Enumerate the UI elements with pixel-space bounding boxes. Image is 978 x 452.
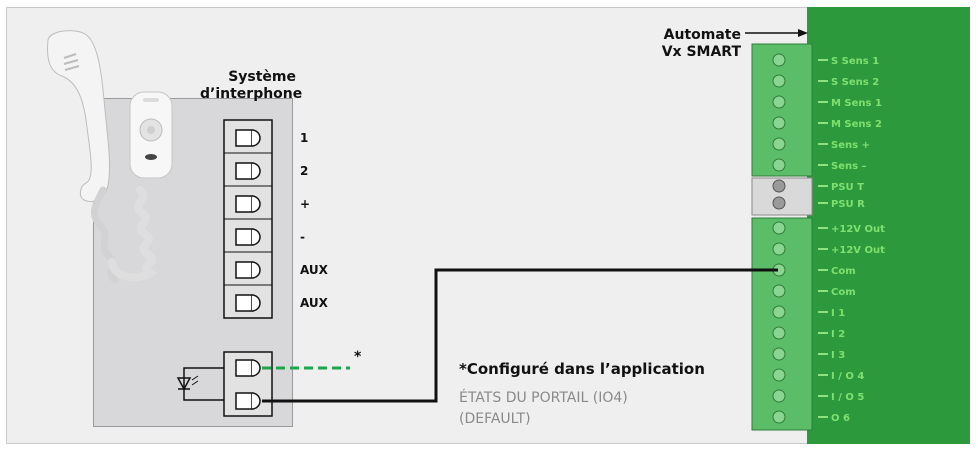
intercom-terminal-label: AUX	[300, 296, 328, 310]
intercom-terminal-label: AUX	[300, 263, 328, 277]
intercom-terminal	[224, 195, 272, 220]
controller-screw	[772, 326, 786, 340]
controller-screw	[772, 95, 786, 109]
terminal-block-top	[751, 43, 813, 177]
relay-terminal	[235, 392, 261, 410]
relay-terminal	[235, 359, 261, 377]
controller-terminal-labels: S Sens 1 S Sens 2 M Sens 1 M Sens 2 Sens + Se…	[818, 56, 885, 424]
controller-terminal-label: Sens +	[831, 140, 870, 151]
intercom-terminal	[224, 294, 272, 319]
controller-terminal-label: I 2	[831, 329, 845, 340]
controller-terminal-label: PSU R	[831, 199, 865, 210]
controller-terminal-label: M Sens 1	[831, 98, 882, 109]
handset-icon	[47, 30, 119, 284]
controller-screw	[772, 53, 786, 67]
controller-terminal-label: I 1	[831, 308, 845, 319]
controller-terminal-label: PSU T	[831, 182, 864, 193]
controller-terminal-label: Sens –	[831, 161, 867, 172]
controller-screw	[772, 158, 786, 172]
controller-terminal-label: I / O 4	[831, 371, 864, 382]
intercom-terminal-label: +	[300, 197, 311, 211]
intercom-title: Système d’interphone	[200, 69, 303, 103]
config-asterisk: *	[354, 349, 362, 365]
intercom-terminal	[224, 162, 272, 187]
controller-board	[807, 7, 970, 444]
controller-title-line1: Automate	[663, 27, 741, 43]
relay-terminals	[235, 359, 261, 410]
controller-terminal-label: +12V Out	[831, 245, 885, 256]
controller-screw	[772, 410, 786, 424]
controller-screws	[772, 53, 786, 424]
controller-screw	[772, 368, 786, 382]
controller-terminal-label: +12V Out	[831, 224, 885, 235]
controller-terminal-label: Com	[831, 287, 856, 298]
intercom-title-line1: Système	[228, 69, 296, 85]
remote-icon	[129, 91, 173, 179]
controller-terminal-label: O 6	[831, 413, 850, 424]
controller-screw	[772, 347, 786, 361]
controller-screw	[772, 284, 786, 298]
intercom-terminal	[224, 261, 272, 286]
controller-title-line2: Vx SMART	[661, 44, 741, 60]
controller-terminal-label: M Sens 2	[831, 119, 882, 130]
intercom-terminals	[224, 129, 272, 319]
intercom-terminal	[224, 228, 272, 253]
controller-screw	[772, 221, 786, 235]
intercom-terminal	[224, 129, 272, 154]
controller-terminal-label: S Sens 1	[831, 56, 879, 67]
wire-black	[262, 268, 778, 403]
intercom-terminal-label: -	[300, 230, 305, 244]
intercom-terminal-label: 1	[300, 131, 309, 145]
controller-terminal-label: I 3	[831, 350, 845, 361]
arrow-icon	[745, 29, 808, 37]
controller-screw	[772, 242, 786, 256]
controller-terminal-label: S Sens 2	[831, 77, 879, 88]
controller-terminal-label: Com	[831, 266, 856, 277]
controller-screw	[772, 389, 786, 403]
config-note-line2: (DEFAULT)	[459, 411, 531, 427]
config-note-title: *Configuré dans l’application	[459, 360, 705, 378]
controller-terminal-label: I / O 5	[831, 392, 864, 403]
config-note-line1: ÉTATS DU PORTAIL (IO4)	[459, 390, 628, 406]
intercom-title-line2: d’interphone	[200, 86, 303, 102]
controller-screw	[772, 305, 786, 319]
intercom-terminal-label: 2	[300, 164, 309, 178]
controller-screw	[772, 196, 786, 210]
controller-screw	[772, 179, 786, 193]
controller-screw	[772, 137, 786, 151]
cord-icon	[108, 186, 158, 282]
controller-title: Automate Vx SMART	[641, 27, 741, 61]
controller-screw	[772, 74, 786, 88]
controller-screw	[772, 116, 786, 130]
led-icon	[176, 367, 224, 401]
